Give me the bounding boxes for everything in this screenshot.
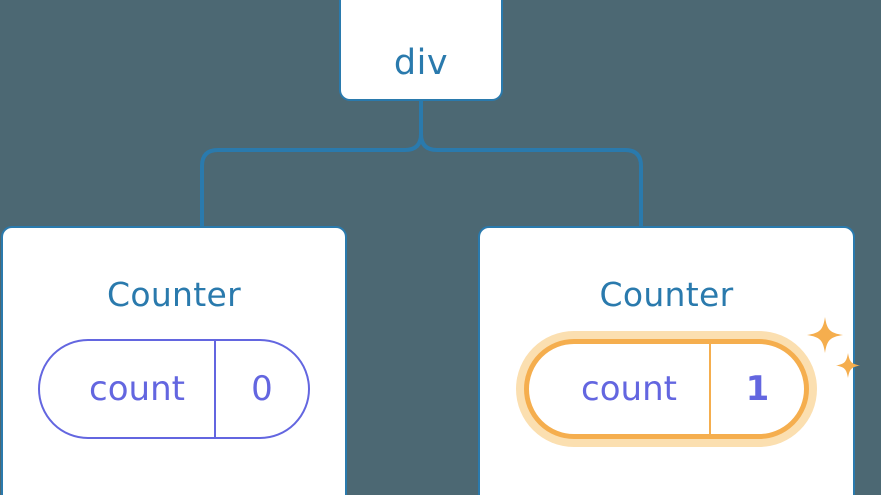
component-title: Counter <box>107 275 241 314</box>
state-key-label: count <box>581 369 677 409</box>
state-key-label: count <box>89 369 185 409</box>
state-value-label: 1 <box>709 344 804 434</box>
state-pill-wrapper-right: count 1 <box>524 317 860 439</box>
state-pill-wrapper-left: count 0 <box>38 339 310 439</box>
state-value-label: 0 <box>214 341 308 437</box>
component-card-counter-left[interactable]: Counter count 0 <box>1 226 347 495</box>
root-node-div[interactable]: div <box>339 0 503 101</box>
component-title: Counter <box>599 275 734 314</box>
sparkles-group <box>807 317 860 378</box>
sparkle-large-icon <box>807 317 843 353</box>
component-card-counter-right[interactable]: Counter count 1 <box>478 226 860 495</box>
state-pill-highlighted[interactable]: count 1 <box>524 339 809 439</box>
sparkle-small-icon <box>836 353 860 378</box>
root-node-label: div <box>393 43 449 83</box>
state-pill[interactable]: count 0 <box>38 339 310 439</box>
